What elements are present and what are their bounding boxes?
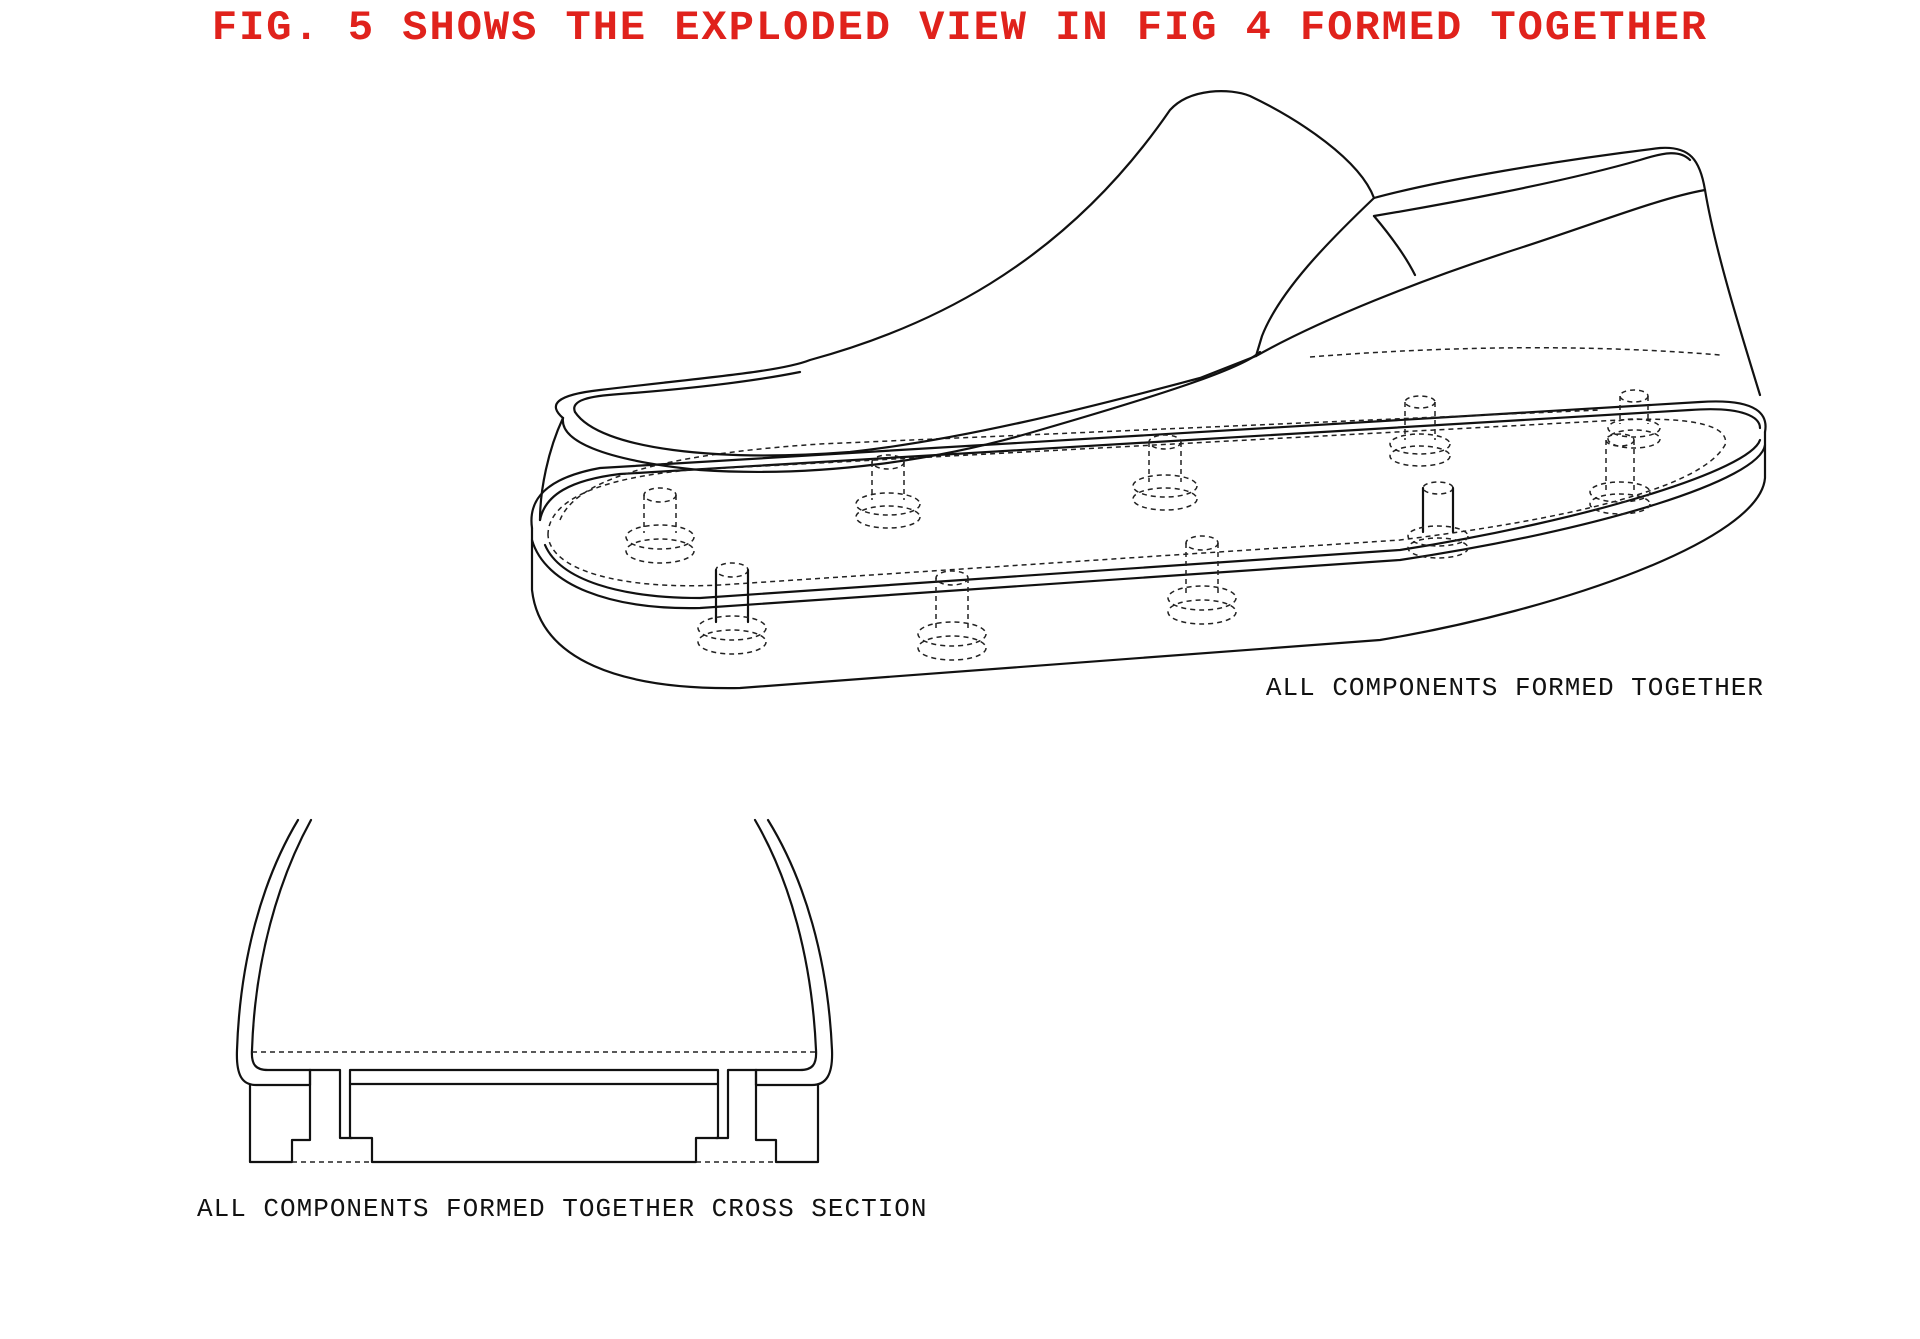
shoe-upper — [538, 90, 1762, 522]
peg-8 — [1407, 481, 1469, 559]
peg-7 — [1389, 395, 1451, 467]
peg-2 — [697, 562, 767, 655]
cross-section-sole — [248, 1068, 820, 1164]
peg-9 — [1607, 389, 1661, 449]
peg-1 — [625, 487, 695, 564]
peg-6 — [1167, 535, 1237, 625]
assembled-view-label: ALL COMPONENTS FORMED TOGETHER — [1265, 673, 1764, 703]
peg-4 — [917, 570, 987, 661]
peg-10 — [1589, 433, 1651, 515]
midsole — [538, 408, 1762, 600]
pegs-hidden — [625, 389, 1661, 661]
outsole — [530, 400, 1767, 690]
cross-section-upper — [235, 818, 834, 1087]
cross-section-view — [235, 818, 834, 1164]
peg-5 — [1132, 434, 1198, 511]
assembled-shoe-view — [530, 90, 1767, 690]
figure-title: FIG. 5 SHOWS THE EXPLODED VIEW IN FIG 4 … — [211, 4, 1709, 52]
cross-section-label: ALL COMPONENTS FORMED TOGETHER CROSS SEC… — [197, 1194, 928, 1224]
peg-3 — [855, 454, 921, 529]
